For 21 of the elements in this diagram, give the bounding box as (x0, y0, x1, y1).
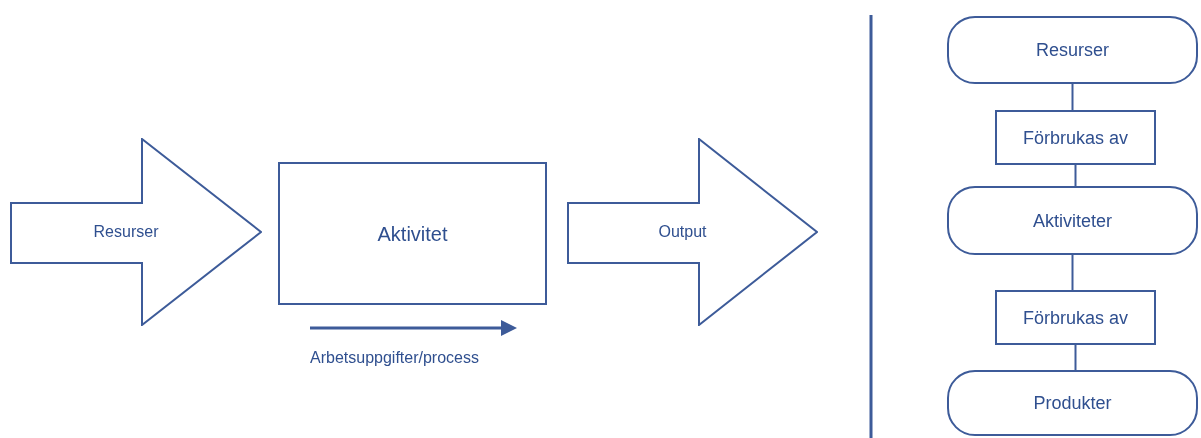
rounded-box (947, 370, 1198, 436)
connector-line (1071, 83, 1074, 111)
process-box (995, 110, 1156, 165)
node-label: Förbrukas av (1022, 126, 1128, 150)
process-box (995, 290, 1156, 345)
node-label: Aktivitet (377, 221, 448, 247)
node-label: Aktiviteter (1033, 209, 1112, 233)
node-label: Resurser (1036, 39, 1109, 62)
rounded-box (947, 186, 1198, 255)
connector-line (1071, 254, 1074, 291)
node-label: Resurser (93, 222, 160, 242)
block-arrow (10, 138, 262, 326)
block-arrow (567, 138, 818, 326)
node-label: Förbrukas av (1022, 306, 1128, 330)
connector-line (1074, 164, 1077, 187)
process-box (278, 162, 547, 305)
node-label: Produkter (1033, 392, 1112, 415)
node-label: Output (658, 222, 708, 242)
caption-text: Arbetsuppgifter/process (310, 348, 479, 368)
rounded-box (947, 16, 1198, 84)
connector-line (1074, 344, 1077, 371)
